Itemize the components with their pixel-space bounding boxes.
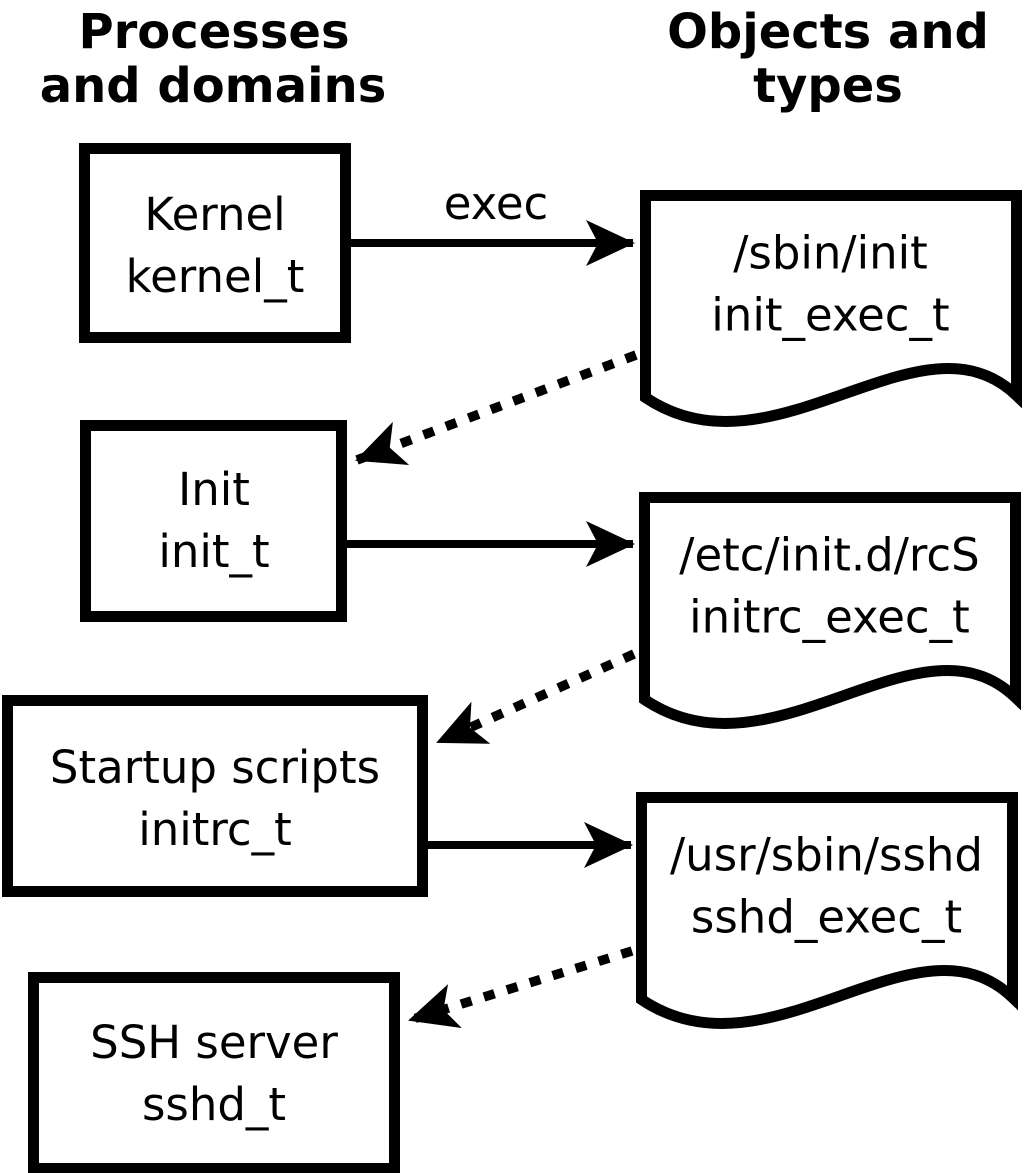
heading-objects-line2: types [753, 58, 903, 114]
process-box-init: Init init_t [80, 420, 347, 622]
process-box-startup-scripts: Startup scripts initrc_t [2, 695, 428, 897]
domain-type-label: init_t [158, 525, 269, 578]
heading-objects-line1: Objects and [667, 4, 989, 60]
column-heading-objects: Objects and types [667, 4, 989, 114]
domain-type-label: kernel_t [126, 250, 305, 303]
heading-processes-line1: Processes [78, 4, 349, 60]
process-name-label: Startup scripts [50, 741, 380, 794]
domain-type-label: initrc_t [138, 803, 292, 856]
exec-arrow-kernel-to-sbin-init: exec [348, 177, 635, 266]
document-shape [640, 190, 1022, 427]
process-box-init-rect [80, 420, 347, 622]
object-type-label: sshd_exec_t [691, 891, 962, 944]
object-doc-etc-initd-rcs: /etc/init.d/rcS initrc_exec_t [639, 492, 1021, 729]
transition-arrow-rcs-to-startup [436, 649, 636, 747]
process-box-startup-scripts-rect [2, 695, 428, 897]
process-box-ssh-server-rect [28, 972, 400, 1173]
process-box-kernel: Kernel kernel_t [79, 143, 351, 343]
object-path-label: /etc/init.d/rcS [679, 529, 979, 582]
process-name-label: SSH server [90, 1016, 338, 1069]
object-doc-usr-sbin-sshd: /usr/sbin/sshd sshd_exec_t [636, 792, 1018, 1029]
document-shape [636, 792, 1018, 1029]
object-path-label: /usr/sbin/sshd [670, 829, 983, 882]
object-doc-sbin-init: /sbin/init init_exec_t [640, 190, 1022, 427]
object-type-label: init_exec_t [711, 289, 949, 342]
object-path-label: /sbin/init [733, 227, 928, 280]
process-box-ssh-server: SSH server sshd_t [28, 972, 400, 1173]
transition-arrow-sbin-init-to-init [355, 350, 638, 465]
process-name-label: Kernel [144, 188, 285, 241]
heading-processes-line2: and domains [40, 58, 387, 114]
exec-arrow-label: exec [444, 177, 549, 230]
column-heading-processes: Processes and domains [40, 4, 387, 114]
process-name-label: Init [178, 463, 250, 516]
document-shape [639, 492, 1021, 729]
object-type-label: initrc_exec_t [689, 591, 970, 644]
transition-arrow-sshd-exec-to-sshd [408, 946, 634, 1029]
process-box-kernel-rect [79, 143, 351, 343]
domain-type-label: sshd_t [142, 1078, 286, 1131]
